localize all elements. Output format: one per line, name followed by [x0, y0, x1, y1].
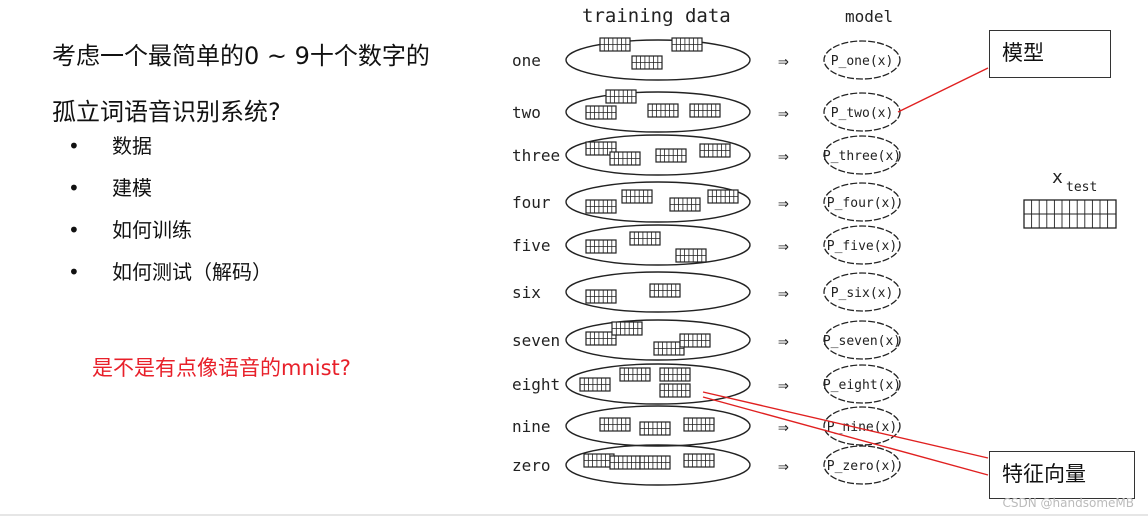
- model-label: P_eight(x): [823, 378, 901, 393]
- model-label: P_zero(x): [827, 459, 897, 474]
- model-cloud-icon: [823, 445, 901, 485]
- training-data-ellipse: [565, 444, 751, 486]
- bullet-list: •数据 •建模 •如何训练 •如何测试（解码）: [68, 126, 272, 294]
- training-data-ellipse: [565, 271, 751, 313]
- training-row-four: four ⇒ P_four(x): [512, 181, 901, 223]
- feature-vector-icon: [585, 321, 711, 356]
- arrow-icon: ⇒: [778, 236, 789, 257]
- arrow-icon: ⇒: [778, 456, 789, 477]
- feature-callout-line-2: [702, 396, 989, 476]
- feature-vector-icon: [585, 283, 681, 304]
- feature-callout-line-1: [702, 391, 989, 459]
- feature-vector-icon: [585, 141, 731, 166]
- title-line-1: 考虑一个最简单的0 ~ 9十个数字的: [52, 42, 430, 70]
- mnist-question: 是不是有点像语音的mnist?: [92, 356, 351, 380]
- bullet-item: •建模: [68, 168, 272, 210]
- feature-vector-icon: [599, 417, 715, 436]
- model-cloud-icon: [823, 92, 901, 132]
- training-data-ellipse: [565, 405, 751, 447]
- training-row-two: two ⇒ P_two(x): [512, 89, 901, 133]
- model-cloud-icon: [823, 225, 901, 265]
- training-row-one: one ⇒ P_one(x): [512, 37, 901, 81]
- model-header: model: [845, 7, 893, 26]
- arrow-icon: ⇒: [778, 103, 789, 124]
- arrow-icon: ⇒: [778, 417, 789, 438]
- diagram-rows: one ⇒ P_one(x)two ⇒ P_two(x)three ⇒ P_three(x)…: [512, 37, 901, 486]
- arrow-icon: ⇒: [778, 283, 789, 304]
- training-data-ellipse: [565, 91, 751, 133]
- training-data-header: training data: [582, 5, 731, 27]
- word-label: four: [512, 193, 551, 212]
- model-label: P_three(x): [823, 149, 901, 164]
- training-row-zero: zero ⇒ P_zero(x): [512, 444, 901, 486]
- model-label: P_seven(x): [823, 334, 901, 349]
- arrow-icon: ⇒: [778, 51, 789, 72]
- test-feature-grid-icon: [1023, 199, 1117, 229]
- bullet-item: •数据: [68, 126, 272, 168]
- training-data-ellipse: [565, 134, 751, 176]
- word-label: eight: [512, 375, 560, 394]
- arrow-icon: ⇒: [778, 193, 789, 214]
- feature-vector-icon: [599, 37, 703, 70]
- model-cloud-icon: [823, 40, 901, 80]
- feature-vector-icon: [585, 89, 721, 120]
- arrow-icon: ⇒: [778, 375, 789, 396]
- model-cloud-icon: [823, 182, 901, 222]
- arrow-icon: ⇒: [778, 331, 789, 352]
- training-row-six: six ⇒ P_six(x): [512, 271, 901, 313]
- word-label: three: [512, 146, 560, 165]
- model-label: P_nine(x): [827, 420, 897, 435]
- bullet-icon: •: [68, 134, 80, 158]
- model-cloud-icon: [823, 272, 901, 312]
- word-label: zero: [512, 456, 551, 475]
- model-cloud-icon: [823, 406, 901, 446]
- model-callout: 模型: [989, 30, 1111, 78]
- word-label: two: [512, 103, 541, 122]
- test-subscript-label: test: [1066, 180, 1097, 195]
- model-cloud-icon: [823, 320, 901, 360]
- model-label: P_six(x): [831, 286, 894, 301]
- feature-vector-icon: [585, 231, 707, 263]
- training-data-ellipse: [565, 224, 751, 266]
- training-row-nine: nine ⇒ P_nine(x): [512, 405, 901, 447]
- training-row-five: five ⇒ P_five(x): [512, 224, 901, 266]
- bullet-item: •如何测试（解码）: [68, 252, 272, 294]
- word-label: seven: [512, 331, 560, 350]
- test-x-label: x: [1052, 167, 1063, 188]
- model-label: P_one(x): [831, 54, 894, 69]
- model-cloud-icon: [823, 364, 901, 404]
- feature-vector-icon: [583, 453, 715, 470]
- training-data-ellipse: [565, 181, 751, 223]
- feature-vector-icon: [585, 189, 739, 214]
- model-label: P_four(x): [827, 196, 897, 211]
- model-callout-line: [897, 67, 989, 113]
- bullet-icon: •: [68, 218, 80, 242]
- feature-vector-icon: [579, 367, 691, 398]
- training-data-ellipse: [565, 319, 751, 361]
- arrow-icon: ⇒: [778, 146, 789, 167]
- training-data-ellipse: [565, 39, 751, 81]
- bullet-icon: •: [68, 260, 80, 284]
- slide-title: 考虑一个最简单的0 ~ 9十个数字的 孤立词语音识别系统?: [52, 28, 430, 140]
- training-row-three: three ⇒ P_three(x): [512, 134, 901, 176]
- word-label: nine: [512, 417, 551, 436]
- model-cloud-icon: [823, 135, 901, 175]
- word-label: five: [512, 236, 551, 255]
- title-line-2: 孤立词语音识别系统?: [52, 98, 281, 126]
- model-label: P_two(x): [831, 106, 894, 121]
- bullet-icon: •: [68, 176, 80, 200]
- training-row-seven: seven ⇒ P_seven(x): [512, 319, 901, 361]
- word-label: one: [512, 51, 541, 70]
- feature-vector-callout: 特征向量: [989, 451, 1135, 499]
- model-label: P_five(x): [827, 239, 897, 254]
- watermark: CSDN @handsomeMB: [1002, 496, 1134, 510]
- training-data-ellipse: [565, 363, 751, 405]
- training-row-eight: eight ⇒ P_eight(x): [512, 363, 901, 405]
- bottom-divider: [0, 514, 1148, 516]
- bullet-item: •如何训练: [68, 210, 272, 252]
- word-label: six: [512, 283, 541, 302]
